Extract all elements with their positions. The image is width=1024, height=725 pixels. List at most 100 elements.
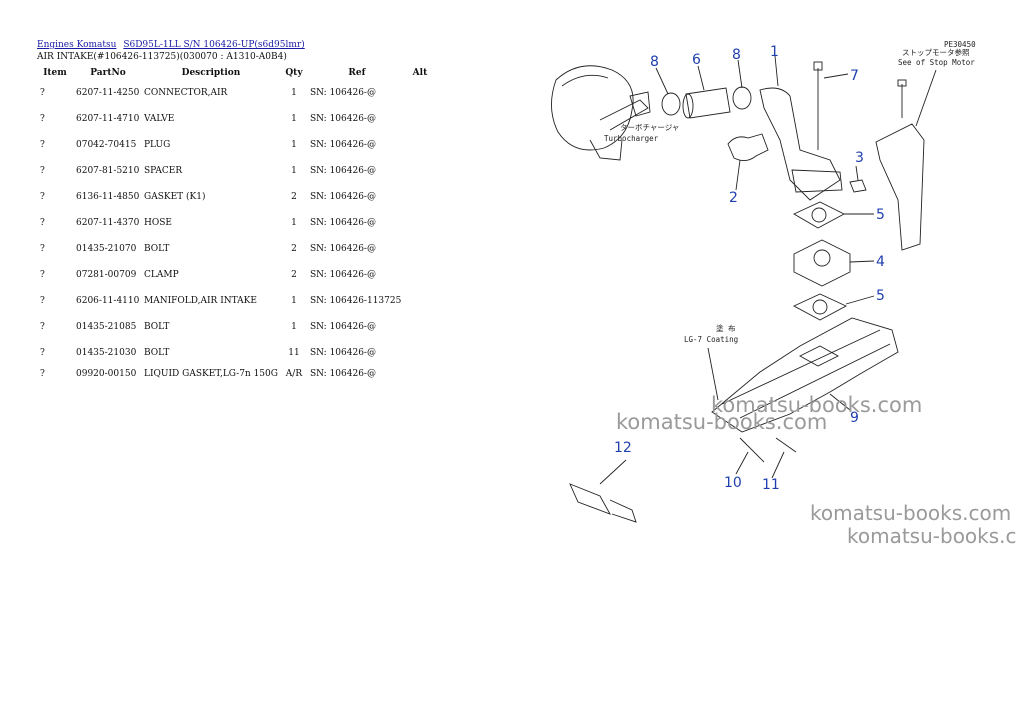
cell-qty: A/R [285,369,303,379]
cell-description: VALVE [144,114,175,124]
cell-ref: SN: 106426-@ [309,140,376,150]
watermark-text: komatsu-books.com [616,410,828,434]
breadcrumb-link-model[interactable]: S6D95L-1LL S/N 106426-UP(s6d95lmr) [123,40,305,50]
cell-partno: 6207-11-4710 [76,114,140,124]
callout-3: 3 [855,150,864,166]
table-row: ? 6207-81-5210 SPACER 1 SN: 106426-@ [36,158,434,184]
cell-partno: 01435-21085 [76,322,137,332]
cell-description: BOLT [144,244,170,254]
parts-table: Item PartNo Description Qty Ref Alt ? 62… [36,66,434,382]
header-description: Description [181,68,241,78]
cell-description: BOLT [144,322,170,332]
turbo-label-jp: ターボチャージャ [620,123,679,132]
gasket-drawing [793,201,845,229]
cell-ref: SN: 106426-113725 [309,296,402,306]
cell-qty: 1 [291,218,297,228]
cell-qty: 11 [288,348,300,358]
cell-qty: 1 [291,322,297,332]
cell-qty: 1 [291,140,297,150]
cell-partno: 6136-11-4850 [76,192,140,202]
cell-qty: 1 [291,296,297,306]
cell-item: ? [40,192,45,202]
valve-drawing [727,133,769,161]
watermark-text: komatsu-books.c [847,524,1017,548]
cell-item: ? [40,114,45,124]
cell-alt [406,366,434,382]
manifold-drawing [711,317,899,433]
breadcrumb-link-engines[interactable]: Engines Komatsu [37,40,117,50]
header-ref: Ref [348,68,366,78]
cell-alt [406,236,434,262]
cell-alt [406,184,434,210]
header-item: Item [43,68,67,78]
callout-8: 8 [732,47,741,63]
liquid-gasket-drawing [569,483,611,515]
bolt-drawing [775,437,797,453]
callout-5: 5 [876,288,885,304]
cell-description: MANIFOLD,AIR INTAKE [144,296,257,306]
cell-partno: 6206-11-4110 [76,296,140,306]
callout-6: 6 [692,52,701,68]
diagram-code: PE30450 [944,40,976,49]
cell-description: LIQUID GASKET,LG-7n 150G [144,369,278,379]
callout-8: 8 [650,54,659,70]
cell-partno: 6207-11-4250 [76,88,140,98]
table-row: ? 01435-21070 BOLT 2 SN: 106426-@ [36,236,434,262]
table-row: ? 6136-11-4850 GASKET (K1) 2 SN: 106426-… [36,184,434,210]
table-row: ? 09920-00150 LIQUID GASKET,LG-7n 150G A… [36,366,434,382]
coating-label-jp: 塗 布 [716,323,736,333]
cell-qty: 1 [291,114,297,124]
callout-11: 11 [762,477,780,493]
cell-ref: SN: 106426-@ [309,114,376,124]
cell-alt [406,106,434,132]
table-row: ? 6207-11-4250 CONNECTOR,AIR 1 SN: 10642… [36,80,434,106]
callout-9: 9 [850,410,859,426]
cell-partno: 07042-70415 [76,140,137,150]
stop-motor-label-en: See of Stop Motor [898,58,975,67]
cell-ref: SN: 106426-@ [309,348,376,358]
cell-alt [406,210,434,236]
cell-partno: 07281-00709 [76,270,137,280]
cell-qty: 2 [291,270,297,280]
cell-alt [406,80,434,106]
table-row: ? 6206-11-4110 MANIFOLD,AIR INTAKE 1 SN:… [36,288,434,314]
cell-qty: 1 [291,88,297,98]
header-alt: Alt [412,68,428,78]
table-row: ? 01435-21030 BOLT 11 SN: 106426-@ [36,340,434,366]
table-row: ? 6207-11-4710 VALVE 1 SN: 106426-@ [36,106,434,132]
cell-description: CONNECTOR,AIR [144,88,228,98]
cell-alt [406,158,434,184]
page-title: AIR INTAKE(#106426-113725)(030070 : A131… [37,52,287,62]
cell-ref: SN: 106426-@ [309,244,376,254]
spacer-drawing [849,179,867,193]
stop-motor-bracket-drawing [875,123,925,251]
cell-item: ? [40,296,45,306]
cell-partno: 09920-00150 [76,369,137,379]
cell-item: ? [40,88,45,98]
cell-description: HOSE [144,218,172,228]
connector-air-drawing [759,87,841,201]
cell-item: ? [40,348,45,358]
cell-ref: SN: 106426-@ [309,369,376,379]
table-row: ? 07281-00709 CLAMP 2 SN: 106426-@ [36,262,434,288]
cell-item: ? [40,244,45,254]
table-row: ? 6207-11-4370 HOSE 1 SN: 106426-@ [36,210,434,236]
callout-5: 5 [876,207,885,223]
watermark-text: komatsu-books.com [711,393,923,417]
cell-qty: 2 [291,192,297,202]
cell-description: GASKET (K1) [144,192,206,202]
cell-qty: 1 [291,166,297,176]
hose-drawing [685,87,731,119]
cell-qty: 2 [291,244,297,254]
header-partno: PartNo [90,68,126,78]
table-header-row: Item PartNo Description Qty Ref Alt [36,66,434,80]
watermark-text: komatsu-books.com [810,501,1012,525]
cell-alt [406,340,434,366]
cell-ref: SN: 106426-@ [309,218,376,228]
callout-10: 10 [724,475,742,491]
cell-description: BOLT [144,348,170,358]
callout-1: 1 [770,44,779,60]
header-qty: Qty [285,68,303,78]
cell-ref: SN: 106426-@ [309,88,376,98]
coating-label-en: LG-7 Coating [684,335,738,344]
